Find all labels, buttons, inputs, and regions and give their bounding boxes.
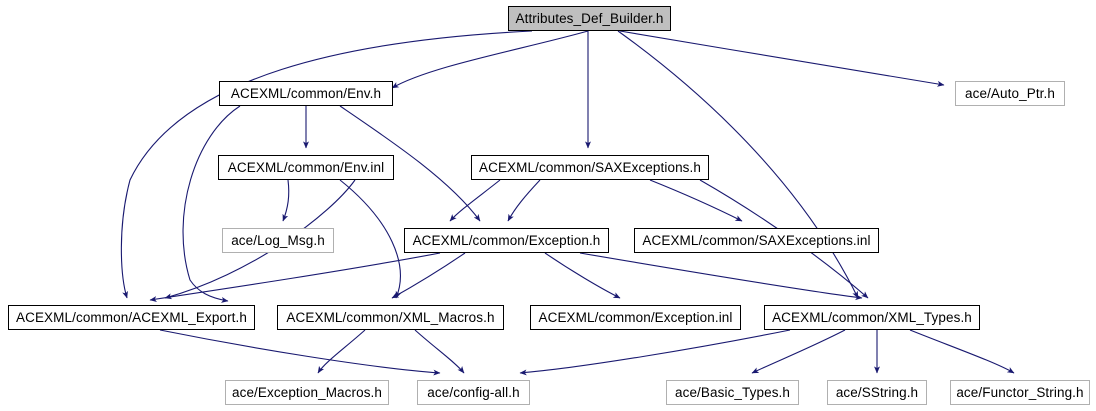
graph-edge: [414, 329, 465, 374]
graph-edge: [579, 252, 863, 301]
graph-edge: [159, 329, 441, 376]
graph-node-label: ACEXML/common/ACEXML_Export.h: [16, 309, 247, 325]
graph-edge: [149, 252, 441, 302]
graph-node-label: ace/Exception_Macros.h: [231, 384, 383, 400]
graph-edge: [909, 329, 1015, 374]
graph-node-label: ace/Basic_Types.h: [674, 384, 790, 400]
graph-node-label: ACEXML/common/Env.h: [230, 85, 382, 101]
graph-node-acexml_export[interactable]: ACEXML/common/ACEXML_Export.h: [8, 305, 255, 330]
graph-node-env_inl[interactable]: ACEXML/common/Env.inl: [218, 155, 394, 180]
graph-edge: [120, 30, 533, 299]
graph-node-label: ACEXML/common/SAXExceptions.h: [479, 159, 701, 175]
graph-edge: [339, 179, 402, 299]
edges-group: [120, 30, 1015, 376]
graph-node-label: ace/Functor_String.h: [956, 384, 1084, 400]
graph-node-exception_h[interactable]: ACEXML/common/Exception.h: [404, 228, 609, 253]
graph-node-label: ace/Log_Msg.h: [231, 232, 325, 248]
graph-edge: [391, 30, 589, 89]
graph-node-exception_macros[interactable]: ace/Exception_Macros.h: [225, 380, 389, 405]
graph-node-label: ACEXML/common/XML_Macros.h: [286, 309, 495, 325]
graph-edge: [751, 329, 846, 374]
graph-edge: [649, 179, 743, 222]
graph-edge: [507, 179, 541, 222]
graph-node-auto_ptr[interactable]: ace/Auto_Ptr.h: [955, 81, 1065, 106]
graph-edge: [619, 30, 945, 87]
graph-node-label: ACEXML/common/Env.inl: [227, 159, 385, 175]
graph-node-label: ACEXML/common/Exception.h: [412, 232, 601, 248]
graph-node-log_msg[interactable]: ace/Log_Msg.h: [222, 228, 334, 253]
graph-node-label: ACEXML/common/Exception.inl: [538, 309, 733, 325]
graph-node-root[interactable]: Attributes_Def_Builder.h: [508, 6, 671, 31]
graph-edge: [317, 329, 366, 374]
graph-edge: [339, 105, 481, 222]
graph-node-label: ACEXML/common/XML_Types.h: [772, 309, 972, 325]
graph-node-exception_inl[interactable]: ACEXML/common/Exception.inl: [530, 305, 741, 330]
graph-node-label: Attributes_Def_Builder.h: [515, 10, 664, 26]
graph-node-saxexceptions_h[interactable]: ACEXML/common/SAXExceptions.h: [471, 155, 709, 180]
graph-edge: [391, 252, 466, 299]
graph-edge: [449, 179, 501, 222]
graph-node-saxexceptions_inl[interactable]: ACEXML/common/SAXExceptions.inl: [634, 228, 879, 253]
graph-node-label: ACEXML/common/SAXExceptions.inl: [642, 232, 871, 248]
graph-node-basic_types[interactable]: ace/Basic_Types.h: [666, 380, 799, 405]
graph-edge: [282, 179, 290, 222]
graph-node-xml_macros[interactable]: ACEXML/common/XML_Macros.h: [277, 305, 504, 330]
graph-node-functor_string[interactable]: ace/Functor_String.h: [950, 380, 1090, 405]
graph-node-label: ace/config-all.h: [427, 384, 520, 400]
graph-node-env_h[interactable]: ACEXML/common/Env.h: [219, 81, 393, 106]
graph-node-config_all[interactable]: ace/config-all.h: [417, 380, 530, 405]
graph-node-sstring[interactable]: ace/SString.h: [827, 380, 927, 405]
graph-edge: [544, 252, 621, 299]
graph-edge: [182, 105, 241, 303]
graph-node-label: ace/SString.h: [835, 384, 919, 400]
graph-node-label: ace/Auto_Ptr.h: [965, 85, 1055, 101]
graph-edge: [519, 329, 791, 376]
graph-node-xml_types[interactable]: ACEXML/common/XML_Types.h: [764, 305, 980, 330]
